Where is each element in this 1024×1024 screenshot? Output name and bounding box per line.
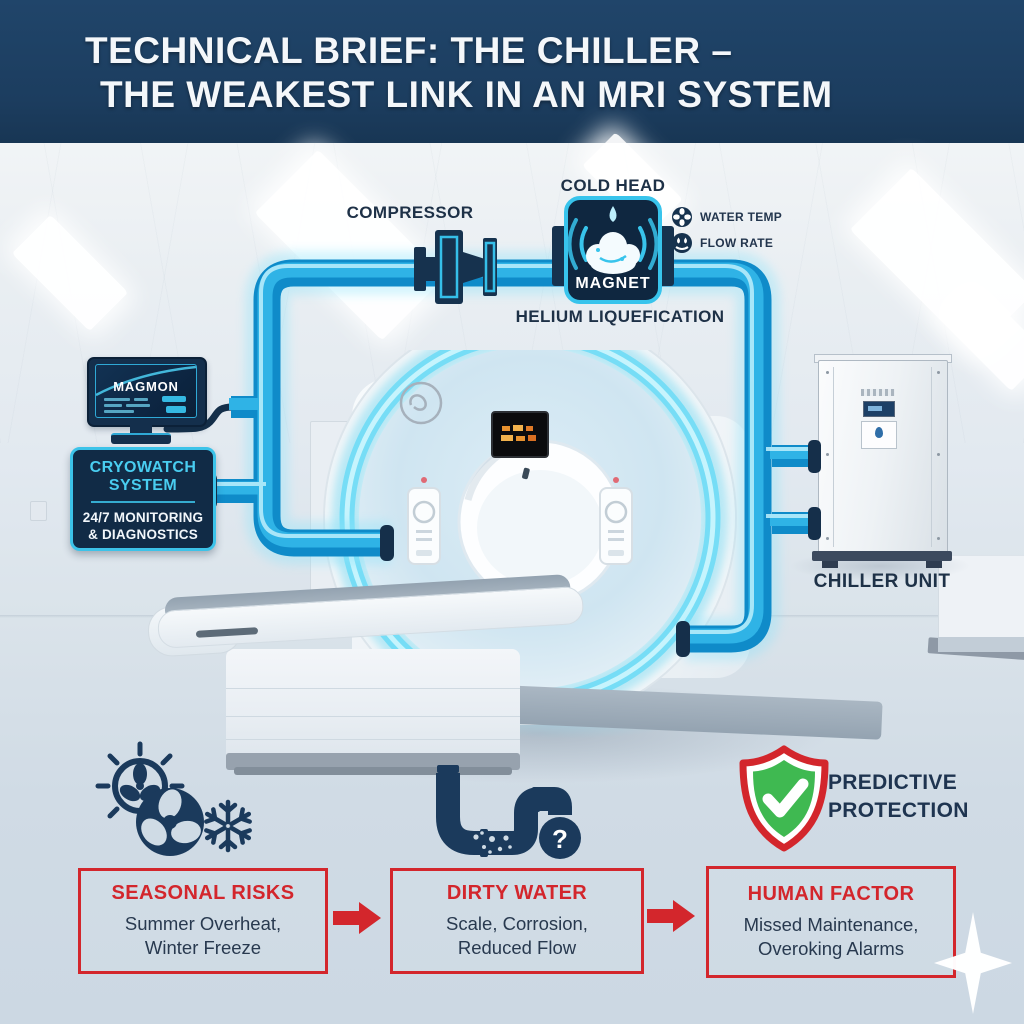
- chiller-spec-card: [861, 421, 897, 449]
- risk-line: Overoking Alarms: [758, 938, 904, 959]
- protection-line2: PROTECTION: [828, 799, 969, 822]
- magmon-monitor: MAGMON: [87, 357, 207, 427]
- clogged-pipe-question-icon: [436, 765, 581, 859]
- header-banner: TECHNICAL BRIEF: THE CHILLER – THE WEAKE…: [0, 0, 1024, 143]
- mri-room-scene: COMPRESSOR COLD HEAD MAGNET HELIUM LIQUE…: [0, 132, 1024, 1024]
- risk-title: HUMAN FACTOR: [747, 883, 915, 905]
- risk-line: Winter Freeze: [144, 937, 262, 958]
- predictive-protection-label: PREDICTIVE PROTECTION: [828, 769, 1018, 825]
- risk-line: Scale, Corrosion,: [446, 913, 588, 934]
- scale-deposits: [473, 831, 512, 854]
- display-pixel-text: [501, 425, 536, 441]
- risk-box-human-factor: HUMAN FACTOR Missed Maintenance, Overoki…: [706, 866, 956, 978]
- risk-line: Missed Maintenance,: [743, 914, 919, 935]
- compressor-label: COMPRESSOR: [346, 203, 474, 222]
- flow-rate-indicator: FLOW RATE: [670, 231, 773, 255]
- bore-control-panel-right: [599, 477, 633, 565]
- table-pedestal: [226, 649, 520, 765]
- chiller-unit-label: CHILLER UNIT: [813, 571, 951, 592]
- monitor-title: MAGMON: [113, 379, 179, 394]
- helium-liquefication-label: HELIUM LIQUEFICATION: [515, 307, 725, 326]
- chiller-control-display: [863, 401, 895, 417]
- chiller-label-strip: [861, 389, 895, 396]
- water-temp-indicator: WATER TEMP: [670, 205, 782, 229]
- risk-box-seasonal: SEASONAL RISKS Summer Overheat, Winter F…: [78, 868, 328, 974]
- cryowatch-sub-line1: 24/7 MONITORING: [82, 510, 204, 525]
- ledge-base: [938, 637, 1024, 652]
- monitor-stand-neck: [130, 423, 152, 434]
- magnet-label: MAGNET: [575, 275, 651, 292]
- manufacturer-logo: [399, 381, 443, 425]
- bore-marker: [522, 467, 530, 480]
- chiller-base: [812, 551, 952, 561]
- cryowatch-title-line2: SYSTEM: [108, 477, 178, 494]
- risk-line: Reduced Flow: [457, 937, 577, 958]
- compressor-unit: [414, 230, 497, 304]
- shield-check-icon: [739, 745, 829, 852]
- water-temp-label: WATER TEMP: [700, 210, 783, 224]
- chiller-cabinet: [818, 360, 948, 554]
- cold-head-badge: [552, 196, 674, 304]
- cold-head-label: COLD HEAD: [560, 176, 666, 195]
- cryowatch-title-line1: CRYOWATCH: [89, 459, 197, 476]
- chiller-foot: [822, 561, 838, 568]
- flow-arrow: [647, 900, 695, 932]
- risk-box-dirty-water: DIRTY WATER Scale, Corrosion, Reduced Fl…: [390, 868, 644, 974]
- snowflake-icon: [204, 799, 253, 850]
- wall-outlet: [30, 501, 47, 521]
- risk-line: Summer Overheat,: [124, 913, 282, 934]
- title-line-1: TECHNICAL BRIEF: THE CHILLER –: [85, 30, 733, 71]
- monitor-stand-base: [111, 433, 171, 444]
- chiller-foot: [926, 561, 942, 568]
- monitor-screen: MAGMON: [95, 364, 197, 418]
- pipe-question-mark: ?: [552, 824, 568, 854]
- helium-splash-icon: [567, 206, 659, 274]
- gantry-display-screen: [491, 411, 549, 458]
- monitor-cable: [163, 403, 237, 433]
- temperature-fan-gauge-icon: [672, 207, 692, 227]
- title-line-2: THE WEAKEST LINK IN AN MRI SYSTEM: [100, 74, 833, 115]
- cryowatch-sub-line2: & DIAGNOSTICS: [88, 527, 198, 542]
- protection-line1: PREDICTIVE: [828, 771, 958, 794]
- flow-droplet-gauge-icon: [672, 233, 692, 253]
- flow-arrow: [333, 902, 381, 934]
- cryowatch-divider: [91, 501, 195, 503]
- risk-title: DIRTY WATER: [446, 882, 588, 904]
- bore-control-panel-left: [407, 477, 441, 565]
- wall-ledge: [938, 555, 1024, 642]
- pedestal-base-trim: [234, 767, 512, 775]
- flow-rate-label: FLOW RATE: [700, 236, 774, 250]
- cryowatch-system-box: CRYOWATCH SYSTEM 24/7 MONITORING & DIAGN…: [70, 447, 216, 551]
- question-circle: [539, 817, 581, 859]
- coolant-pipe-circuit: [163, 196, 821, 661]
- risk-title: SEASONAL RISKS: [111, 882, 295, 904]
- seasonal-risk-icons: [95, 741, 280, 856]
- fan-disc-icon: [136, 788, 204, 856]
